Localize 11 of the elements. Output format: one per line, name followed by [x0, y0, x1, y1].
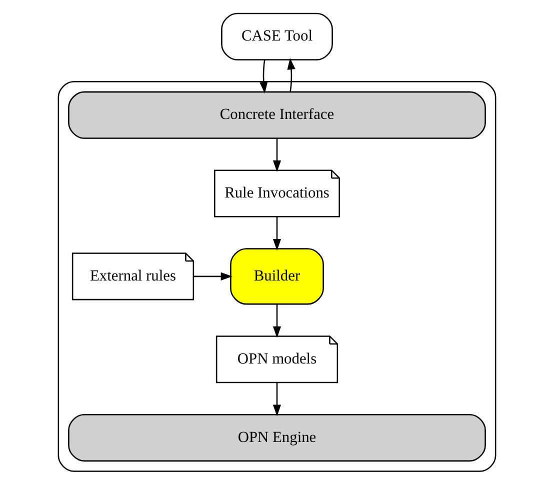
node-box: Builder [230, 248, 324, 305]
node-box: OPN Engine [68, 414, 486, 462]
arrow [272, 304, 281, 338]
node-box: CASE Tool [220, 12, 332, 60]
arrow [193, 272, 232, 280]
arrow [272, 216, 281, 251]
node-box: Concrete Interface [68, 91, 486, 139]
arrow [272, 382, 281, 416]
arrow [286, 58, 295, 92]
arrow [259, 60, 268, 94]
arrow [272, 138, 281, 172]
